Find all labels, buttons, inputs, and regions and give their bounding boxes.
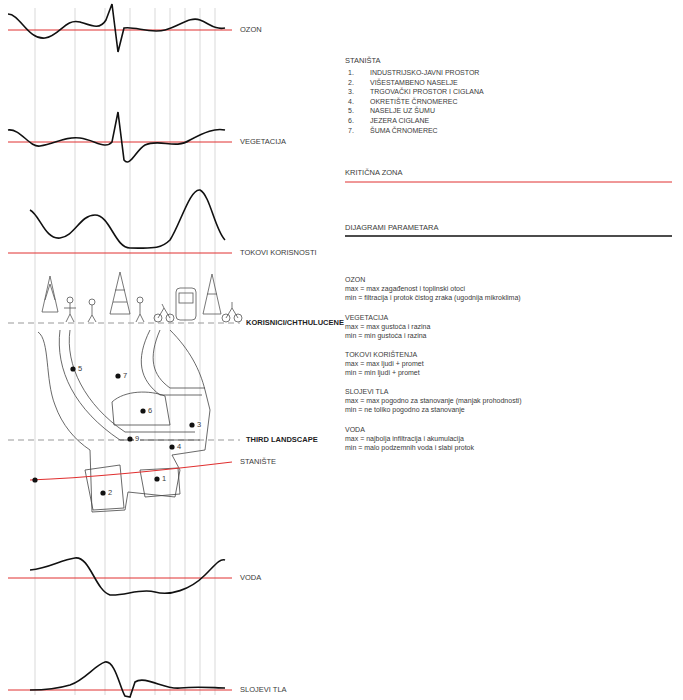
curve-label: VODA [240,574,261,582]
callout-number: 7 [122,372,128,380]
curve-label: OZON [240,26,262,34]
callout-number: 1 [161,475,167,483]
dashed-levels [8,323,240,440]
site-map [38,330,210,512]
list-number: 2. [348,79,354,86]
param-name: SLOJEVI TLA [345,388,388,395]
param-note: max = max ljudi + promet [345,360,424,367]
section-heading: DIJAGRAMI PARAMETARA [345,224,438,232]
callout-number: 2 [107,489,113,497]
curve-label: TOKOVI KORISNOSTI [240,249,317,257]
param-name: OZON [345,276,365,283]
section-grid [35,8,215,695]
level-label: KORISNICI/CHTHULUCENE [246,319,344,327]
legend-text: KRITIČNA ZONA [345,169,403,177]
list-item: INDUSTRIJSKO-JAVNI PROSTOR [370,69,479,76]
habitat-line [30,462,232,480]
curve-label: SLOJEVI TLA [240,686,287,694]
param-note: min = ne toliko pogodno za stanovanje [345,406,465,413]
param-note: min = malo podzemnih voda i slabi protok [345,444,474,451]
callout-number: 9 [134,435,140,443]
list-number: 4. [348,98,354,105]
list-heading: STANIŠTA [345,57,381,65]
callout-number: 5 [77,365,83,373]
list-item: ŠUMA ČRNOMEREC [370,127,438,134]
list-number: 7. [348,127,354,134]
list-item: OKRETIŠTE ČRNOMEREC [370,98,458,105]
curve-label: STANIŠTE [240,458,276,466]
parameter-curves [8,4,225,697]
map-dots [32,366,194,495]
list-item: NASELJE UZ ŠUMU [370,107,435,114]
list-item: JEZERA CIGLANE [370,117,429,124]
param-note: max = max pogodno za stanovanje (manjak … [345,397,521,404]
legend-line-sample [345,182,672,183]
param-name: VEGETACIJA [345,314,388,321]
list-number: 6. [348,117,354,124]
param-note: max = max gustoća i razina [345,323,430,330]
users-icons [42,272,242,322]
curve-label: VEGETACIJA [240,138,286,146]
param-note: min = filtracija i protok čistog zraka (… [345,294,521,301]
list-number: 1. [348,69,354,76]
param-name: VODA [345,426,365,433]
param-note: min = min gustoća i razina [345,332,427,339]
list-number: 5. [348,107,354,114]
callout-number: 4 [176,443,182,451]
param-name: TOKOVI KORIŠTENJA [345,351,417,358]
level-label: THIRD LANDSCAPE [246,436,318,444]
critical-lines [8,30,232,690]
callout-number: 6 [147,407,153,415]
list-number: 3. [348,88,354,95]
callout-number: 3 [196,421,202,429]
list-item: TRGOVAČKI PROSTOR I CIGLANA [370,88,484,95]
param-note: max = max zagađenost i toplinski otoci [345,285,465,292]
list-item: VIŠESTAMBENO NASELJE [370,79,458,86]
param-note: min = min ljudi + promet [345,369,420,376]
heading-rule [345,235,672,237]
param-note: max = najbolja infiltracija i akumulacij… [345,435,464,442]
